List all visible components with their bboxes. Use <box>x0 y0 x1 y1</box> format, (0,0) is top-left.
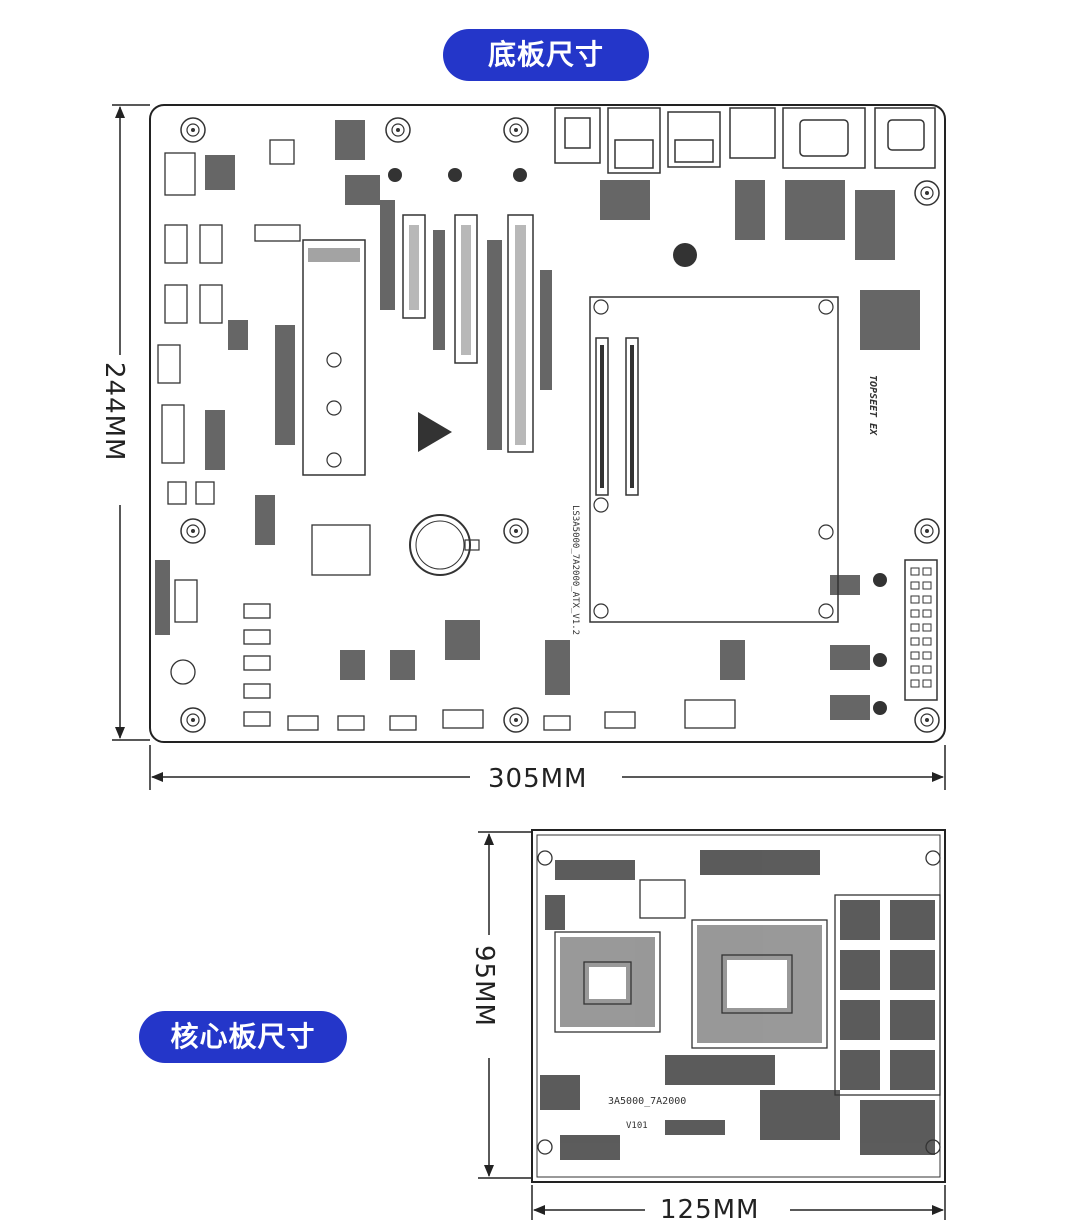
baseboard-title: 底板尺寸 <box>443 29 649 81</box>
coreboard-width-dimension: 125MM <box>531 1185 946 1220</box>
baseboard-height-label: 244MM <box>99 362 129 462</box>
baseboard-height-dimension: 244MM <box>99 104 150 741</box>
baseboard-brand-label: TOPSEET EX <box>867 375 878 436</box>
coreboard-title: 核心板尺寸 <box>139 1011 347 1063</box>
baseboard-width-label: 305MM <box>488 764 588 794</box>
coreboard-width-label: 125MM <box>660 1195 760 1220</box>
coreboard-height-dimension: 95MM <box>469 831 532 1179</box>
coreboard-height-label: 95MM <box>469 945 499 1027</box>
baseboard-model-label: LS3A5000_7A2000_ATX_V1.2 <box>570 505 580 635</box>
baseboard-drawing: LS3A5000_7A2000_ATX_V1.2 TOPSEET EX <box>149 104 946 743</box>
coreboard-model-label: 3A5000_7A2000 <box>608 1096 686 1107</box>
baseboard-width-dimension: 305MM <box>149 745 946 794</box>
coreboard-version-label: V101 <box>626 1121 648 1131</box>
coreboard-drawing: 3A5000_7A2000 V101 <box>531 829 946 1183</box>
